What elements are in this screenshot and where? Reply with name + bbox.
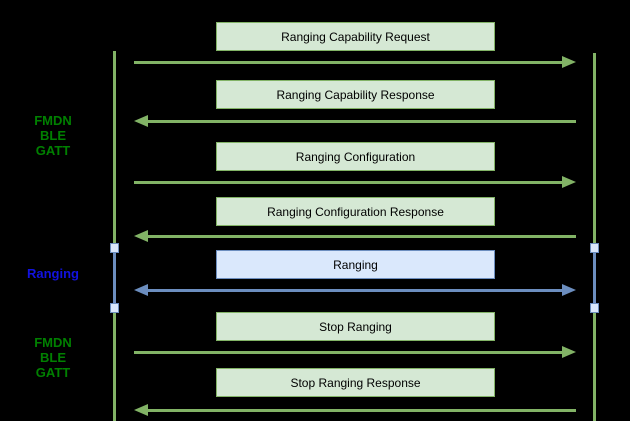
arrowhead-right-icon bbox=[562, 56, 576, 68]
arrow-bidirectional bbox=[134, 284, 576, 296]
side-label-fmdn-ble-gatt-top: FMDN BLE GATT bbox=[34, 113, 72, 158]
message-label: Stop Ranging Response bbox=[290, 375, 421, 390]
message-box-stop-ranging: Stop Ranging bbox=[216, 312, 495, 341]
arrow-line bbox=[134, 350, 562, 354]
message-label: Ranging Capability Response bbox=[276, 87, 435, 102]
lifeline-left bbox=[113, 51, 116, 421]
arrow-right bbox=[134, 176, 576, 188]
arrow-left bbox=[134, 115, 576, 127]
message-box-ranging-capability-request: Ranging Capability Request bbox=[216, 22, 495, 51]
arrow-line bbox=[134, 180, 562, 184]
arrowhead-right-icon bbox=[562, 284, 576, 296]
lifeline-right bbox=[593, 53, 596, 421]
arrow-right bbox=[134, 346, 576, 358]
arrowhead-left-icon bbox=[134, 115, 148, 127]
arrow-line bbox=[148, 408, 576, 412]
activation-marker bbox=[110, 243, 119, 253]
message-label: Ranging Capability Request bbox=[281, 29, 430, 44]
lifeline-left-ranging-segment bbox=[113, 246, 116, 310]
message-label: Ranging Configuration bbox=[295, 149, 416, 164]
arrow-left bbox=[134, 230, 576, 242]
arrowhead-right-icon bbox=[562, 176, 576, 188]
arrow-left bbox=[134, 404, 576, 416]
arrow-line bbox=[148, 119, 576, 123]
message-label: Ranging bbox=[333, 257, 378, 272]
message-box-ranging-configuration-response: Ranging Configuration Response bbox=[216, 197, 495, 226]
message-box-ranging-capability-response: Ranging Capability Response bbox=[216, 80, 495, 109]
message-label: Ranging Configuration Response bbox=[267, 204, 444, 219]
arrow-line bbox=[134, 60, 562, 64]
arrowhead-right-icon bbox=[562, 346, 576, 358]
activation-marker bbox=[110, 303, 119, 313]
arrow-right bbox=[134, 56, 576, 68]
message-box-ranging: Ranging bbox=[216, 250, 495, 279]
activation-marker bbox=[590, 303, 599, 313]
side-label-fmdn-ble-gatt-bottom: FMDN BLE GATT bbox=[34, 335, 72, 380]
arrow-line bbox=[148, 288, 562, 292]
message-box-stop-ranging-response: Stop Ranging Response bbox=[216, 368, 495, 397]
message-label: Stop Ranging bbox=[319, 319, 392, 334]
activation-marker bbox=[590, 243, 599, 253]
side-label-ranging: Ranging bbox=[27, 266, 79, 281]
lifeline-right-ranging-segment bbox=[593, 246, 596, 310]
message-box-ranging-configuration: Ranging Configuration bbox=[216, 142, 495, 171]
arrowhead-left-icon bbox=[134, 284, 148, 296]
arrow-line bbox=[148, 234, 576, 238]
arrowhead-left-icon bbox=[134, 404, 148, 416]
arrowhead-left-icon bbox=[134, 230, 148, 242]
